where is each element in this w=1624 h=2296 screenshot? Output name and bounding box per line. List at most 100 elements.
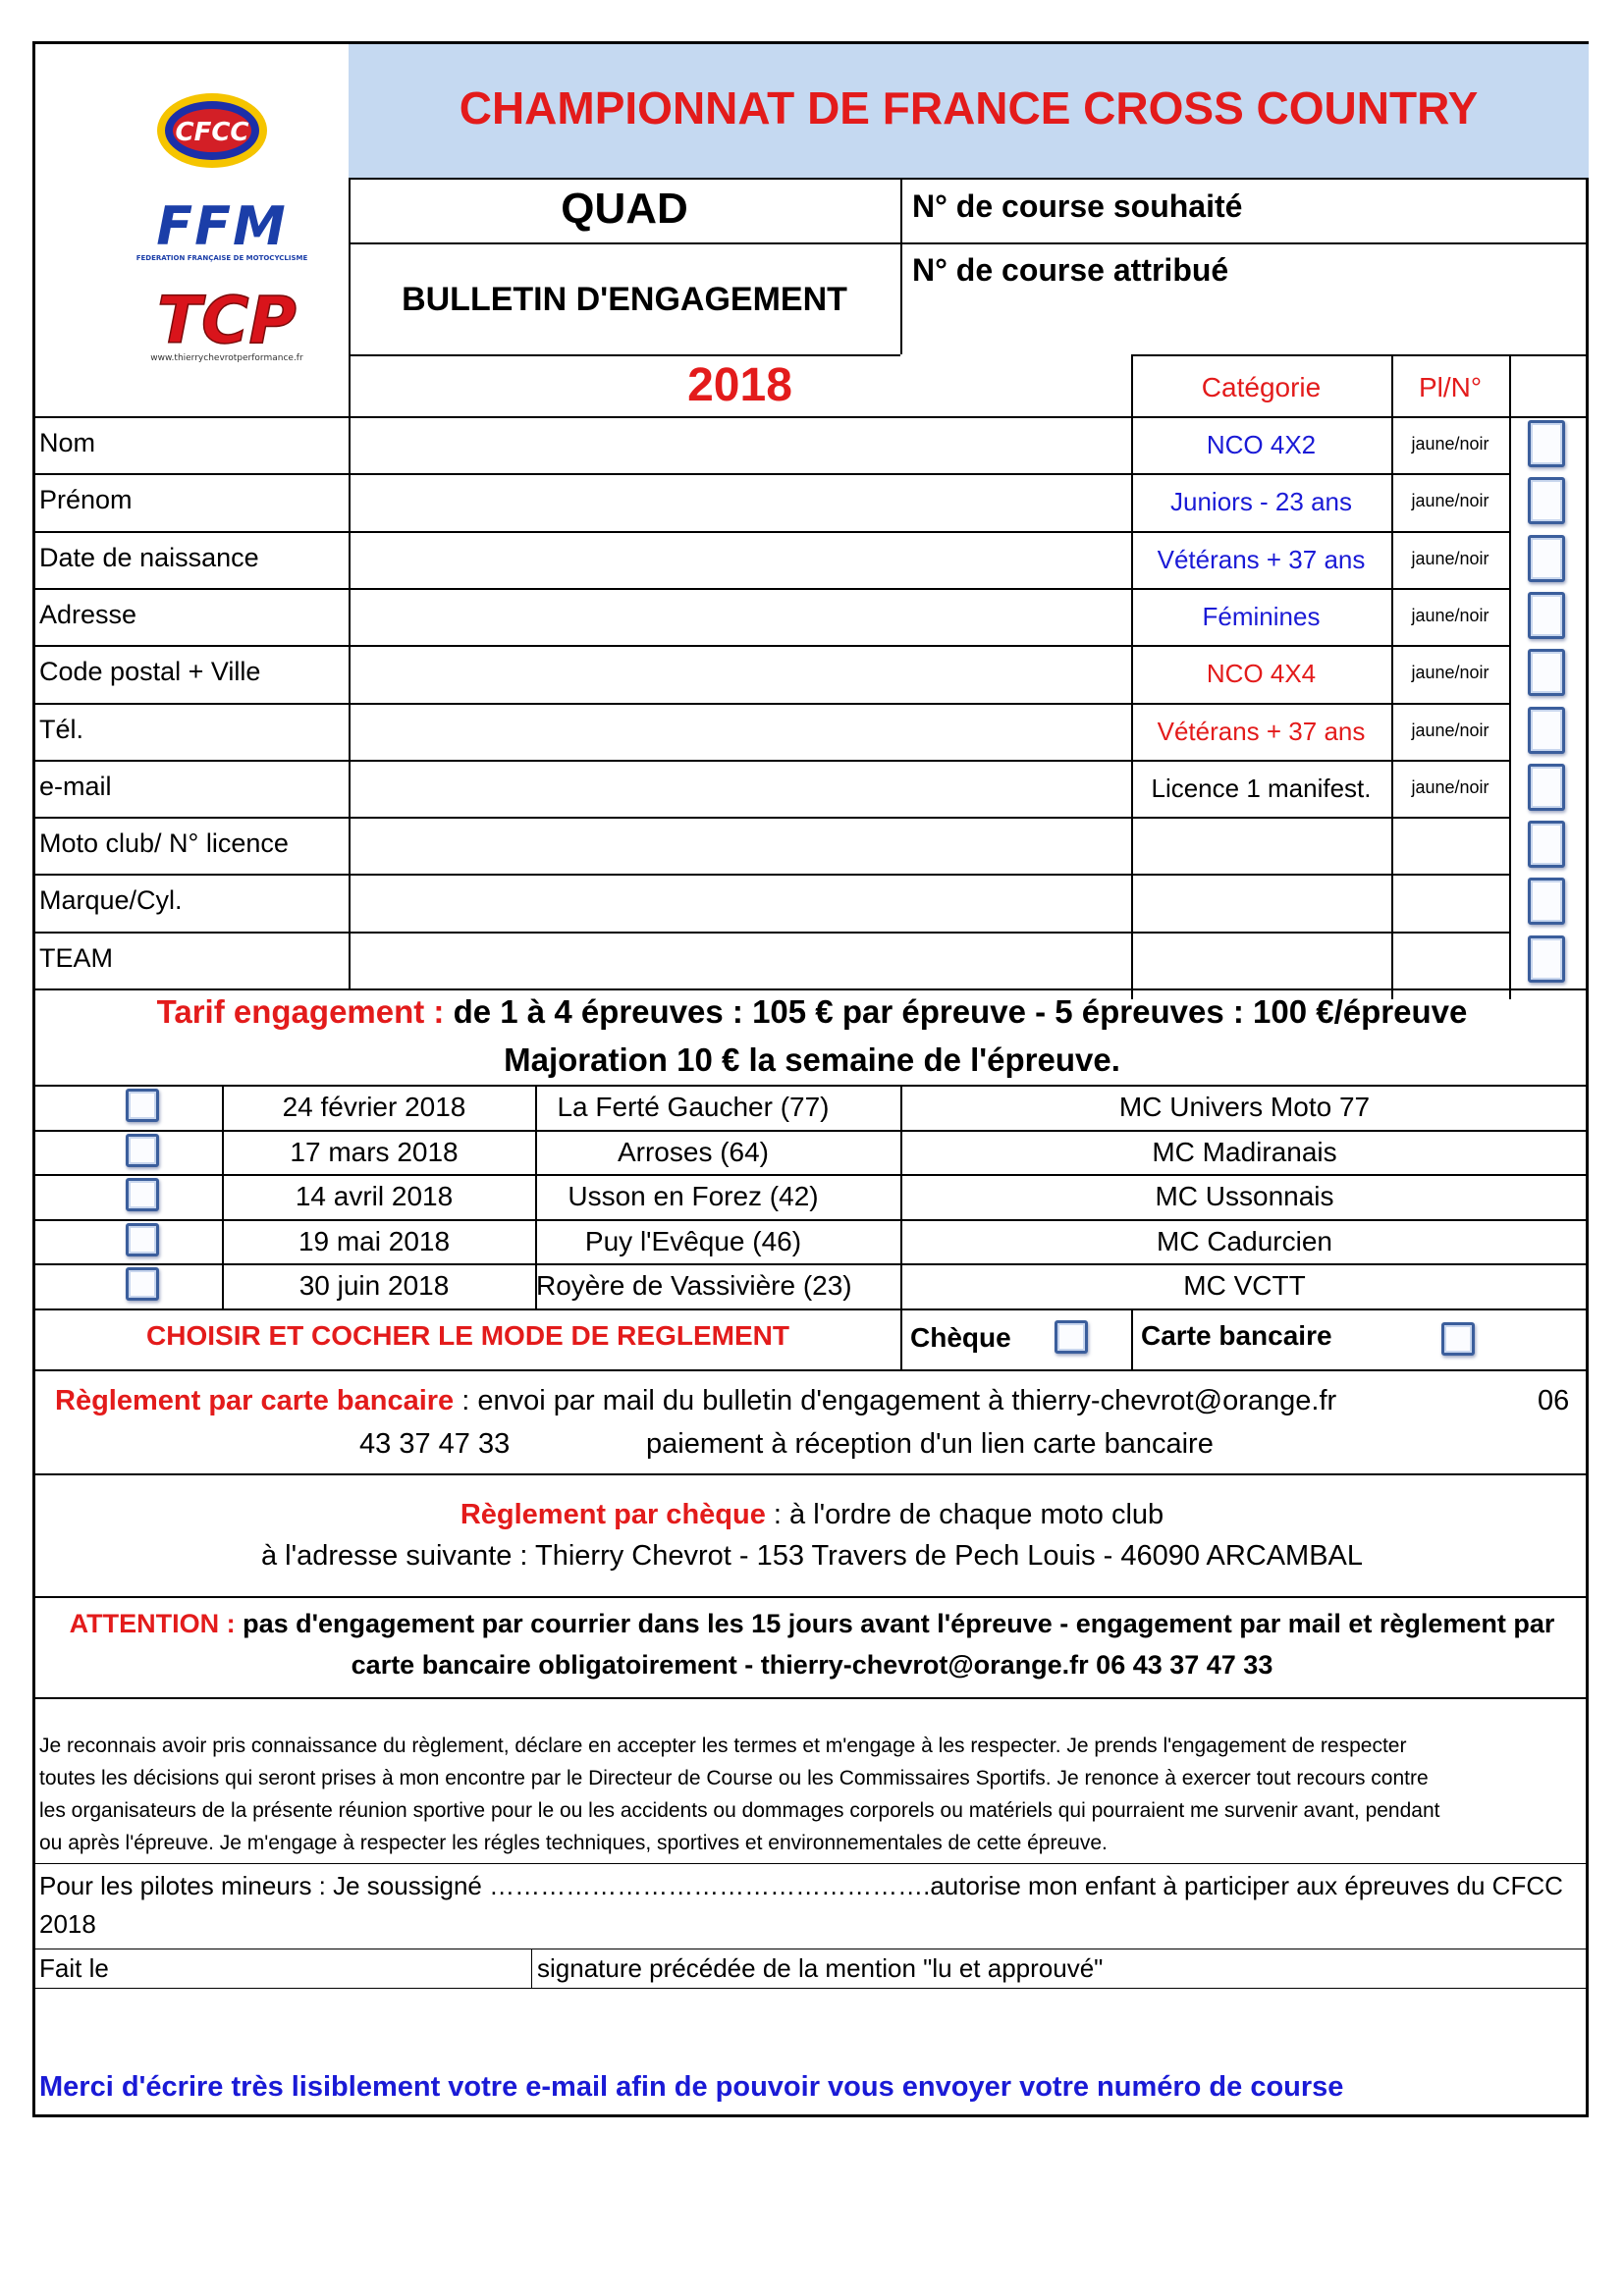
categorie-header: Catégorie <box>1201 372 1322 402</box>
field-input-prenom[interactable] <box>351 475 1129 528</box>
category-checkbox[interactable] <box>1528 763 1565 811</box>
signature-label: signature précédée de la mention "lu et … <box>537 1953 1104 1983</box>
event-checkbox[interactable] <box>126 1222 159 1256</box>
event-place: La Ferté Gaucher (77) <box>557 1092 830 1122</box>
category-option: NCO 4X4 <box>1206 659 1317 689</box>
attention-line1: ATTENTION : pas d'engagement par courrie… <box>69 1609 1555 1638</box>
category-quad: QUAD <box>561 185 688 233</box>
category-option: NCO 4X2 <box>1206 430 1317 459</box>
ffm-logo: FFM FEDERATION FRANÇAISE DE MOTOCYCLISME <box>119 195 325 266</box>
category-option: Juniors - 23 ans <box>1170 487 1352 517</box>
event-place: Arroses (64) <box>617 1136 770 1167</box>
category-checkbox[interactable] <box>1528 420 1565 467</box>
event-club: MC Univers Moto 77 <box>1118 1092 1371 1122</box>
field-input-date-de-naissance[interactable] <box>351 533 1129 586</box>
category-checkbox[interactable] <box>1528 821 1565 869</box>
year: 2018 <box>687 359 792 411</box>
card-phone-b: 43 37 47 33 <box>359 1428 511 1460</box>
event-date: 19 mai 2018 <box>298 1225 451 1256</box>
event-checkbox[interactable] <box>126 1089 159 1122</box>
card-phone-a: 06 <box>1538 1385 1570 1416</box>
legal-line-3: les organisateurs de la présente réunion… <box>39 1799 1440 1822</box>
field-input-code-postal-ville[interactable] <box>351 647 1129 700</box>
card-payment-line2: paiement à réception d'un lien carte ban… <box>646 1428 1214 1460</box>
legal-line-4: ou après l'épreuve. Je m'engage à respec… <box>39 1832 1108 1854</box>
field-input-marque-cyl[interactable] <box>351 876 1129 929</box>
plate-color: jaune/noir <box>1411 548 1489 568</box>
category-checkbox[interactable] <box>1528 477 1565 525</box>
svg-text:FFM: FFM <box>156 199 288 257</box>
category-checkbox[interactable] <box>1528 649 1565 697</box>
plate-color: jaune/noir <box>1411 491 1489 511</box>
event-club: MC Cadurcien <box>1157 1225 1332 1256</box>
field-label-marque-cyl: Marque/Cyl. <box>39 885 183 916</box>
event-checkbox[interactable] <box>126 1133 159 1167</box>
race-assigned-label: N° de course attribué <box>912 252 1229 288</box>
category-checkbox[interactable] <box>1528 934 1565 983</box>
event-date: 24 février 2018 <box>282 1092 466 1122</box>
event-place: Royère de Vassivière (23) <box>536 1270 852 1301</box>
field-label-e-mail: e-mail <box>39 771 112 801</box>
cheque-checkbox[interactable] <box>1055 1320 1088 1354</box>
card-checkbox[interactable] <box>1441 1322 1475 1356</box>
event-place: Puy l'Evêque (46) <box>584 1225 802 1256</box>
race-wanted-label: N° de course souhaité <box>912 188 1243 224</box>
field-input-moto-club-n-licence[interactable] <box>351 819 1129 872</box>
legal-line-2: toutes les décisions qui seront prises à… <box>39 1767 1429 1789</box>
event-place: Usson en Forez (42) <box>568 1181 819 1211</box>
title-banner <box>349 44 1589 178</box>
field-input-team[interactable] <box>351 934 1129 987</box>
field-input-tel[interactable] <box>351 705 1129 758</box>
category-checkbox[interactable] <box>1528 591 1565 639</box>
majoration-line: Majoration 10 € la semaine de l'épreuve. <box>504 1041 1120 1078</box>
category-checkbox[interactable] <box>1528 534 1565 582</box>
fait-le-label: Fait le <box>39 1953 109 1983</box>
field-label-adresse: Adresse <box>39 599 137 629</box>
card-label: Carte bancaire <box>1141 1320 1332 1351</box>
category-option: Féminines <box>1202 601 1321 631</box>
category-checkbox[interactable] <box>1528 878 1565 926</box>
form-name: BULLETIN D'ENGAGEMENT <box>402 281 847 318</box>
field-label-team: TEAM <box>39 942 114 973</box>
field-label-prenom: Prénom <box>39 485 133 515</box>
event-date: 14 avril 2018 <box>295 1181 454 1211</box>
field-label-code-postal-ville: Code postal + Ville <box>39 657 261 687</box>
payment-choose-label: CHOISIR ET COCHER LE MODE DE REGLEMENT <box>146 1320 789 1351</box>
event-date: 30 juin 2018 <box>298 1270 450 1301</box>
category-option: Licence 1 manifest. <box>1151 773 1372 803</box>
category-checkbox[interactable] <box>1528 706 1565 754</box>
category-option: Vétérans + 37 ans <box>1157 544 1366 574</box>
cheque-label: Chèque <box>910 1322 1011 1353</box>
svg-text:FEDERATION FRANÇAISE DE MOTOCY: FEDERATION FRANÇAISE DE MOTOCYCLISME <box>136 254 308 262</box>
category-option: Vétérans + 37 ans <box>1157 716 1366 746</box>
cfcc-logo: CFCC <box>153 85 271 174</box>
cheque-payment-line1: Règlement par chèque : à l'ordre de chaq… <box>460 1499 1164 1530</box>
event-date: 17 mars 2018 <box>290 1136 459 1167</box>
event-checkbox[interactable] <box>126 1178 159 1211</box>
svg-text:www.thierrychevrotperformance.: www.thierrychevrotperformance.fr <box>150 353 303 363</box>
cheque-payment-line2: à l'adresse suivante : Thierry Chevrot -… <box>260 1540 1364 1572</box>
minors-line-2: 2018 <box>39 1909 96 1939</box>
event-club: MC VCTT <box>1183 1270 1306 1301</box>
plate-color: jaune/noir <box>1411 605 1489 625</box>
card-payment-line1: Règlement par carte bancaire : envoi par… <box>55 1385 1337 1416</box>
pl-header: Pl/N° <box>1418 372 1483 402</box>
plate-color: jaune/noir <box>1411 434 1489 454</box>
plate-color: jaune/noir <box>1411 776 1489 797</box>
field-input-nom[interactable] <box>351 418 1129 471</box>
attention-line2: carte bancaire obligatoirement - thierry… <box>351 1650 1273 1680</box>
event-club: MC Ussonnais <box>1155 1181 1334 1211</box>
legal-line-1: Je reconnais avoir pris connaissance du … <box>39 1735 1407 1757</box>
minors-line-1: Pour les pilotes mineurs : Je soussigné … <box>39 1871 1563 1900</box>
event-club: MC Madiranais <box>1152 1136 1337 1167</box>
form-title: CHAMPIONNAT DE FRANCE CROSS COUNTRY <box>459 82 1479 133</box>
field-label-nom: Nom <box>39 428 96 457</box>
field-label-moto-club-n-licence: Moto club/ N° licence <box>39 828 289 859</box>
footer-note: Merci d'écrire très lisiblement votre e-… <box>39 2071 1344 2103</box>
entry-form: CHAMPIONNAT DE FRANCE CROSS COUNTRY CFCC… <box>32 41 1589 2117</box>
field-label-date-de-naissance: Date de naissance <box>39 542 259 572</box>
field-input-e-mail[interactable] <box>351 762 1129 815</box>
event-checkbox[interactable] <box>126 1267 159 1301</box>
tarif-line: Tarif engagement : de 1 à 4 épreuves : 1… <box>156 993 1468 1030</box>
field-input-adresse[interactable] <box>351 590 1129 643</box>
